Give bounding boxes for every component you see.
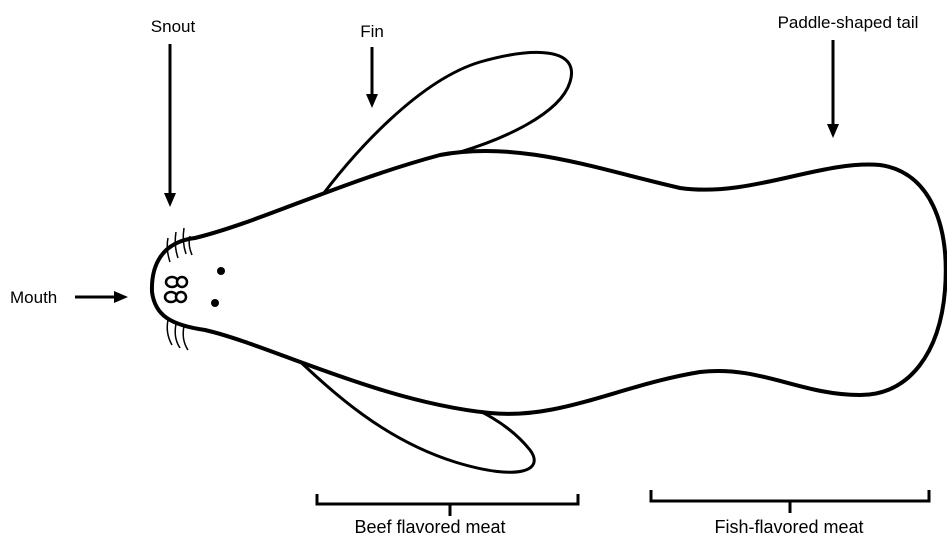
beef-bracket [317, 494, 578, 516]
tail-arrow [827, 40, 839, 138]
mouth-arrow [75, 291, 128, 303]
fish-bracket [651, 490, 929, 513]
fin-label: Fin [360, 22, 384, 41]
beef-label: Beef flavored meat [354, 517, 505, 537]
snout-label: Snout [151, 17, 196, 36]
snout-arrow [164, 44, 176, 207]
fin-arrow [366, 47, 378, 108]
eye-upper [217, 267, 225, 275]
mouth-label: Mouth [10, 288, 57, 307]
fish-label: Fish-flavored meat [714, 517, 863, 537]
manatee-body [152, 151, 946, 414]
eye-lower [211, 299, 219, 307]
tail-label: Paddle-shaped tail [778, 13, 919, 32]
